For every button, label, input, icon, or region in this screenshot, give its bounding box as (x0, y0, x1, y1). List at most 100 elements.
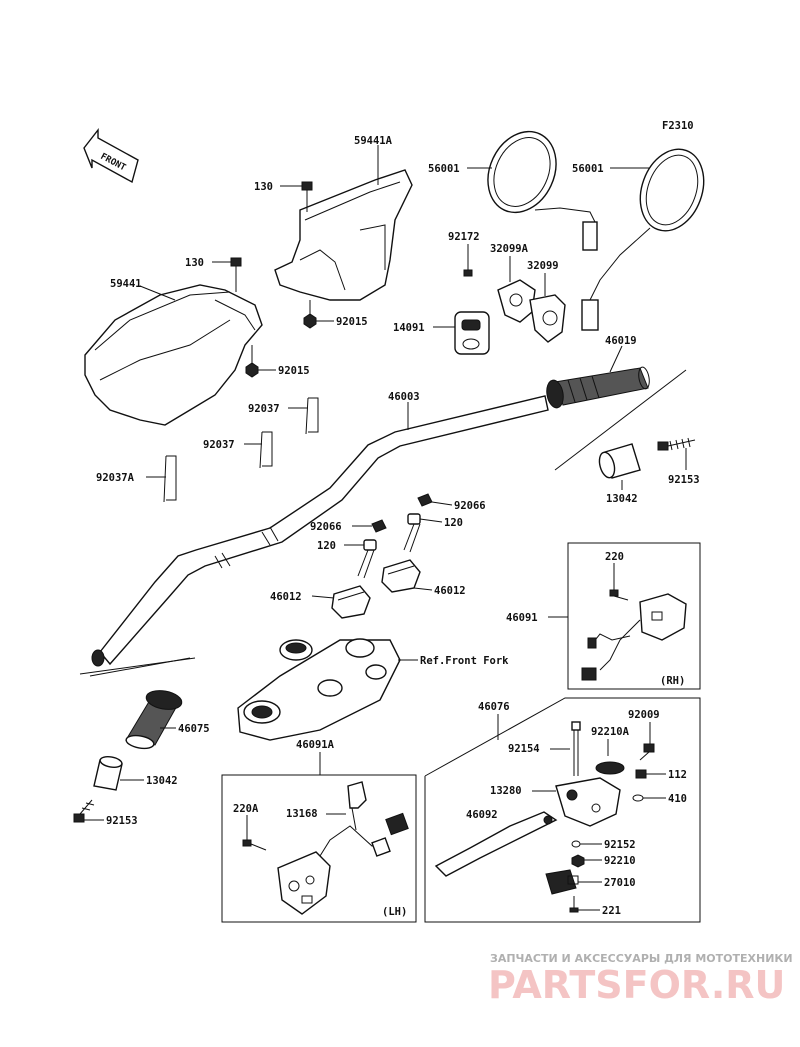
label-56001-right: 56001 (572, 163, 604, 175)
screw-92009 (639, 743, 655, 761)
label-46092: 46092 (466, 809, 498, 821)
bolt-112 (635, 769, 647, 779)
label-46003: 46003 (388, 391, 420, 403)
bolt-92153-right (657, 437, 696, 451)
label-lh: (LH) (382, 906, 407, 918)
screw-92172 (463, 269, 473, 277)
rh-switch-box (567, 542, 701, 690)
label-46076: 46076 (478, 701, 510, 713)
label-112: 112 (668, 769, 687, 781)
label-92153-left: 92153 (106, 815, 138, 827)
screw-220A (242, 839, 267, 851)
label-92037-a: 92037 (248, 403, 280, 415)
label-92152: 92152 (604, 839, 636, 851)
lever-bracket-13280 (555, 777, 621, 827)
label-32099: 32099 (527, 260, 559, 272)
label-92015-lower: 92015 (278, 365, 310, 377)
bolt-130-lower (230, 257, 242, 292)
label-410: 410 (668, 793, 687, 805)
label-rh: (RH) (660, 675, 685, 687)
bar-end-weight-right (598, 443, 641, 479)
bolt-120-upper (403, 513, 421, 553)
label-92210A: 92210A (591, 726, 630, 738)
handlebar (91, 395, 549, 667)
label-92037A: 92037A (96, 472, 135, 484)
label-92009: 92009 (628, 709, 660, 721)
front-arrow-icon: FRONT (83, 127, 139, 184)
hand-guard-lower (84, 284, 263, 426)
bolt-92154 (571, 721, 581, 776)
nut-92210 (571, 854, 585, 868)
label-46019: 46019 (605, 335, 637, 347)
mirror-right (581, 148, 705, 331)
screw-220 (609, 589, 629, 601)
label-92153-right: 92153 (668, 474, 700, 486)
label-ref-front-fork: Ref.Front Fork (420, 655, 509, 667)
bolt-120-lower (357, 539, 377, 579)
clip-92037-b (259, 431, 273, 469)
nut-92152 (571, 840, 581, 848)
label-130-upper: 130 (254, 181, 273, 193)
label-92210: 92210 (604, 855, 636, 867)
figure-code: F2310 (662, 120, 694, 132)
label-220A: 220A (233, 803, 259, 815)
cap-92210A (595, 761, 625, 775)
label-46075: 46075 (178, 723, 210, 735)
label-27010: 27010 (604, 877, 636, 889)
label-46012-right: 46012 (434, 585, 466, 597)
clip-92037A (163, 455, 177, 503)
bolt-92153-left (73, 799, 95, 823)
watermark-logo: PARTSFOR.RU (488, 963, 785, 1007)
lh-switch-box (221, 774, 417, 923)
nut-92015-upper (303, 300, 317, 329)
label-120-upper: 120 (444, 517, 463, 529)
clamp-46012-left (331, 585, 371, 619)
label-120-lower: 120 (317, 540, 336, 552)
label-13042-right: 13042 (606, 493, 638, 505)
label-46091A: 46091A (296, 739, 335, 751)
label-32099A: 32099A (490, 243, 529, 255)
upper-triple-clamp (237, 638, 401, 741)
label-92066-lower: 92066 (310, 521, 342, 533)
screw-221 (569, 896, 579, 913)
mirror-left (487, 130, 598, 251)
watermark-tagline: ЗАПЧАСТИ И АКСЕССУАРЫ ДЛЯ МОТОТЕХНИКИ (490, 952, 793, 965)
lever-13168 (347, 781, 367, 831)
label-13168: 13168 (286, 808, 318, 820)
switch-lh (277, 812, 409, 915)
throttle-housing-upper (497, 279, 536, 323)
left-grip (125, 690, 183, 750)
label-92172: 92172 (448, 231, 480, 243)
label-13042-left: 13042 (146, 775, 178, 787)
label-221: 221 (602, 905, 621, 917)
cable-guide-14091 (454, 311, 490, 355)
nut-92015-lower (245, 345, 259, 378)
label-59441A: 59441A (354, 135, 393, 147)
label-46012-left: 46012 (270, 591, 302, 603)
label-92154: 92154 (508, 743, 540, 755)
label-46091: 46091 (506, 612, 538, 624)
label-59441: 59441 (110, 278, 142, 290)
label-56001-left: 56001 (428, 163, 460, 175)
clutch-lever-box (424, 697, 701, 923)
throttle-housing-lower (529, 294, 566, 343)
label-220: 220 (605, 551, 624, 563)
label-92037-b: 92037 (203, 439, 235, 451)
clutch-lever-46092 (434, 811, 558, 877)
switch-rh (581, 593, 687, 681)
label-92015-upper: 92015 (336, 316, 368, 328)
label-13280: 13280 (490, 785, 522, 797)
label-14091: 14091 (393, 322, 425, 334)
hand-guard-upper (274, 169, 413, 301)
washer-410 (632, 794, 644, 802)
clip-92037-a (305, 397, 319, 435)
switch-27010 (545, 869, 579, 895)
cap-92066-upper (417, 493, 433, 507)
cap-92066-lower (371, 519, 387, 533)
throttle-grip (546, 366, 650, 409)
clamp-46012-right (381, 559, 421, 593)
label-92066-upper: 92066 (454, 500, 486, 512)
label-130-lower: 130 (185, 257, 204, 269)
bar-end-weight-left (93, 756, 123, 791)
